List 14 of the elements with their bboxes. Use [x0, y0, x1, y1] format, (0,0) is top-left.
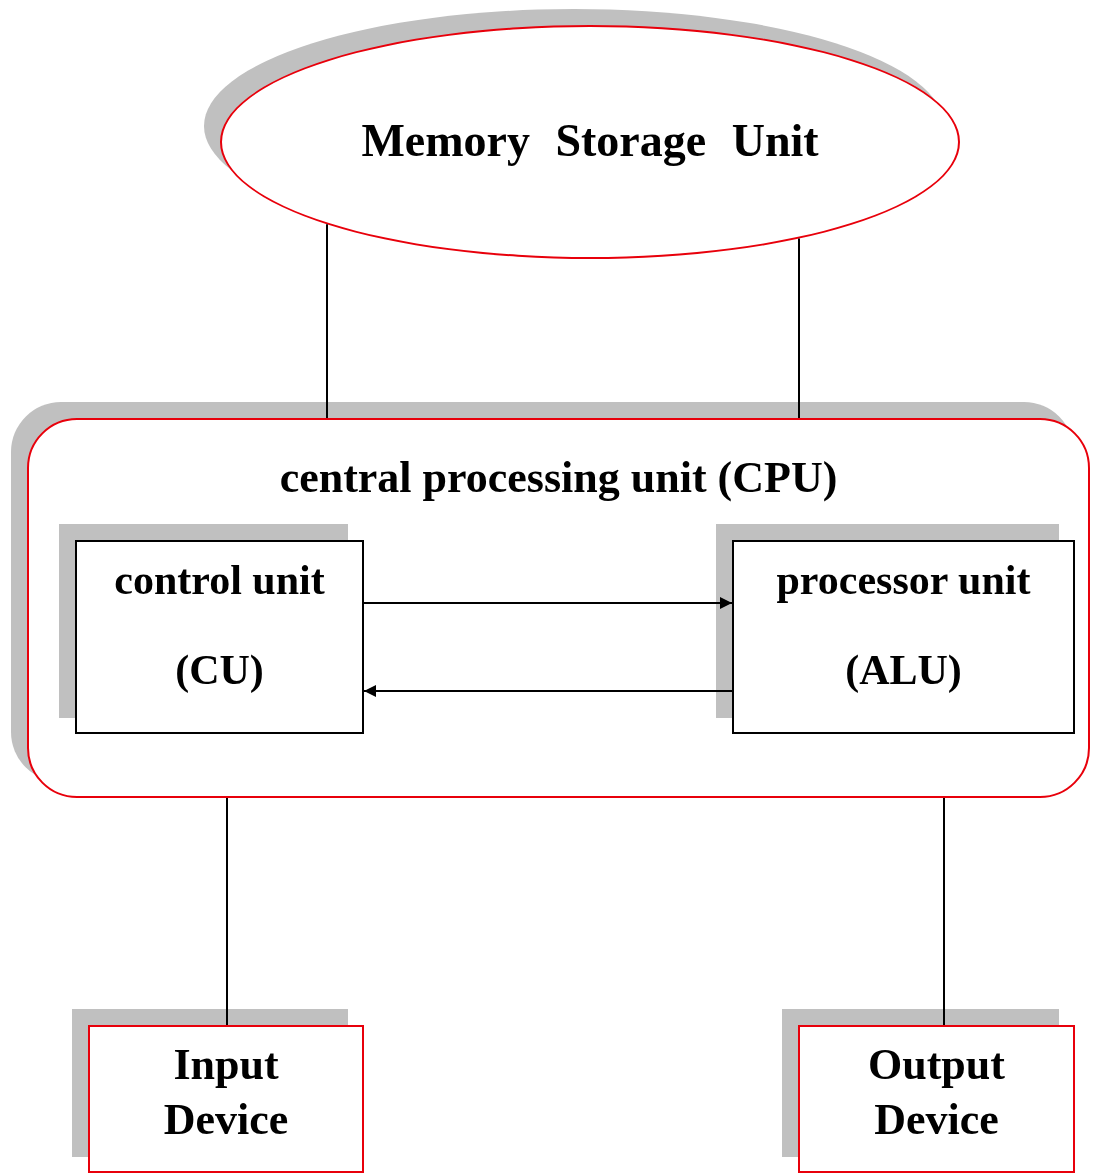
- connector-line: [798, 237, 800, 419]
- arrow: [363, 597, 733, 609]
- connector-line: [943, 797, 945, 1026]
- node-label: central processing unit (CPU): [278, 452, 839, 504]
- connector-line: [326, 223, 328, 419]
- node-label: control unit: [113, 556, 326, 605]
- node-label: (ALU): [844, 646, 963, 695]
- node-label: processor unit: [775, 556, 1032, 605]
- node-label: Output Device: [867, 1039, 1006, 1146]
- arrow: [363, 685, 733, 697]
- connector-line: [226, 797, 228, 1026]
- node-label: Input Device: [162, 1039, 290, 1146]
- node-label: Memory Storage Unit: [360, 114, 820, 168]
- node-label: (CU): [174, 646, 265, 695]
